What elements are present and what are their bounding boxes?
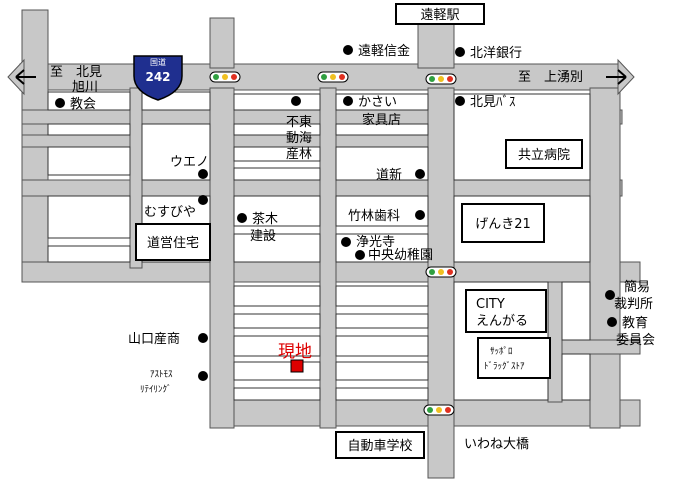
fudosan-3: 産林 bbox=[286, 146, 312, 162]
boxed-labels: 遠軽駅 共立病院 げんき21 道営住宅 CITY えんがる ｻｯﾎﾟﾛ ﾄﾞﾗｯ… bbox=[135, 3, 583, 459]
sapporo-label-2: ﾄﾞﾗｯｸﾞｽﾄｱ bbox=[484, 361, 525, 372]
traffic-signals bbox=[209, 71, 457, 416]
route-shield: 国道 242 bbox=[133, 55, 183, 101]
kitami-bus: 北見ﾊﾞｽ bbox=[470, 95, 516, 110]
yamaguchi: 山口産商 bbox=[128, 331, 180, 347]
city-box bbox=[465, 289, 547, 333]
hokuyo-bank: 北洋銀行 bbox=[470, 46, 522, 61]
chuo-kinder: 中央幼稚園 bbox=[368, 248, 433, 263]
signal-icon bbox=[209, 71, 241, 83]
fudosan-1: 不東 bbox=[286, 114, 312, 130]
kasai: かさい bbox=[358, 95, 397, 110]
genki-box bbox=[461, 203, 545, 243]
station-label: 遠軽駅 bbox=[420, 8, 459, 23]
right-dir: 至 上湧別 bbox=[518, 69, 583, 85]
astomos-1: ｱｽﾄﾓｽ bbox=[150, 370, 173, 380]
driving-school-label: 自動車学校 bbox=[347, 438, 412, 454]
road-east-branch bbox=[561, 339, 641, 355]
genki-label: げんき21 bbox=[475, 217, 531, 232]
shield-top: 国道 bbox=[150, 57, 166, 67]
labels: 至 北見 旭川 至 上湧別 遠軽信金 北洋銀行 教会 かさい 家具店 北見ﾊﾞｽ… bbox=[50, 43, 655, 452]
signal-icon bbox=[317, 71, 349, 83]
poi-dot-icon bbox=[291, 96, 301, 106]
road-v-2 bbox=[319, 87, 337, 429]
poi-dot-icon bbox=[355, 250, 365, 260]
edu-2: 委員会 bbox=[616, 333, 655, 348]
poi-dot-icon bbox=[343, 45, 353, 55]
poi-dot-icon bbox=[343, 96, 353, 106]
poi-dot-icon bbox=[607, 317, 617, 327]
kasai-2: 家具店 bbox=[362, 112, 401, 128]
poi-dot-icon bbox=[415, 169, 425, 179]
iwane: いわね大橋 bbox=[464, 437, 529, 452]
musubiya: むすびや bbox=[144, 205, 196, 220]
signal-icon bbox=[425, 73, 457, 85]
poi-dot-icon bbox=[341, 237, 351, 247]
left-dir-2: 旭川 bbox=[72, 80, 98, 95]
poi-dot-icon bbox=[455, 96, 465, 106]
poi-dot-icon bbox=[198, 371, 208, 381]
signal-icon bbox=[423, 404, 455, 416]
edu-1: 教育 bbox=[622, 315, 648, 331]
site-square-icon bbox=[290, 359, 304, 373]
poi-dots bbox=[55, 45, 617, 381]
chikurin: 竹林歯科 bbox=[348, 209, 400, 224]
poi-dot-icon bbox=[237, 213, 247, 223]
poi-dot-icon bbox=[605, 290, 615, 300]
sapporo-label-1: ｻｯﾎﾟﾛ bbox=[490, 346, 513, 357]
road-v-1 bbox=[209, 87, 235, 429]
station-box bbox=[395, 3, 485, 25]
shield-icon bbox=[133, 55, 183, 101]
arrow-west-glyph bbox=[15, 69, 36, 85]
enkei-bank: 遠軽信金 bbox=[358, 43, 410, 59]
chaki-1: 茶木 bbox=[252, 211, 278, 227]
road-v-4 bbox=[589, 87, 621, 429]
poi-dot-icon bbox=[455, 47, 465, 57]
city-label-2: えんがる bbox=[476, 314, 528, 329]
left-dir-1: 至 北見 bbox=[50, 65, 102, 80]
road-v-3 bbox=[427, 87, 455, 479]
jokoji: 浄光寺 bbox=[356, 235, 395, 250]
driving-school-box bbox=[335, 431, 425, 459]
sapporo-box bbox=[477, 337, 551, 379]
fudosan-2: 動海 bbox=[286, 131, 312, 146]
site-label: 現地 bbox=[278, 342, 312, 362]
poi-dot-icon bbox=[198, 333, 208, 343]
astomos-2: ﾘﾃｲﾘﾝｸﾞ bbox=[140, 384, 172, 395]
court-2: 裁判所 bbox=[614, 296, 653, 312]
arrow-east-glyph bbox=[606, 69, 627, 85]
poi-dot-icon bbox=[55, 98, 65, 108]
church: 教会 bbox=[70, 96, 96, 112]
kyoritsu-box bbox=[505, 139, 583, 169]
poi-dot-icon bbox=[415, 210, 425, 220]
road-top-mid bbox=[209, 17, 235, 69]
ueno: ウエノ bbox=[170, 155, 209, 170]
kyoritsu-label: 共立病院 bbox=[518, 148, 570, 163]
site-marker: 現地 bbox=[278, 342, 312, 373]
shield-number: 242 bbox=[145, 70, 170, 84]
doei-label: 道営住宅 bbox=[147, 236, 199, 251]
doshin: 道新 bbox=[376, 167, 402, 183]
court-1: 簡易 bbox=[624, 280, 650, 295]
road-station bbox=[417, 17, 455, 69]
signal-icon bbox=[425, 266, 457, 278]
chaki-2: 建設 bbox=[250, 228, 276, 244]
poi-dot-icon bbox=[198, 169, 208, 179]
city-label-1: CITY bbox=[476, 297, 505, 312]
poi-dot-icon bbox=[198, 195, 208, 205]
doei-box bbox=[135, 223, 211, 261]
